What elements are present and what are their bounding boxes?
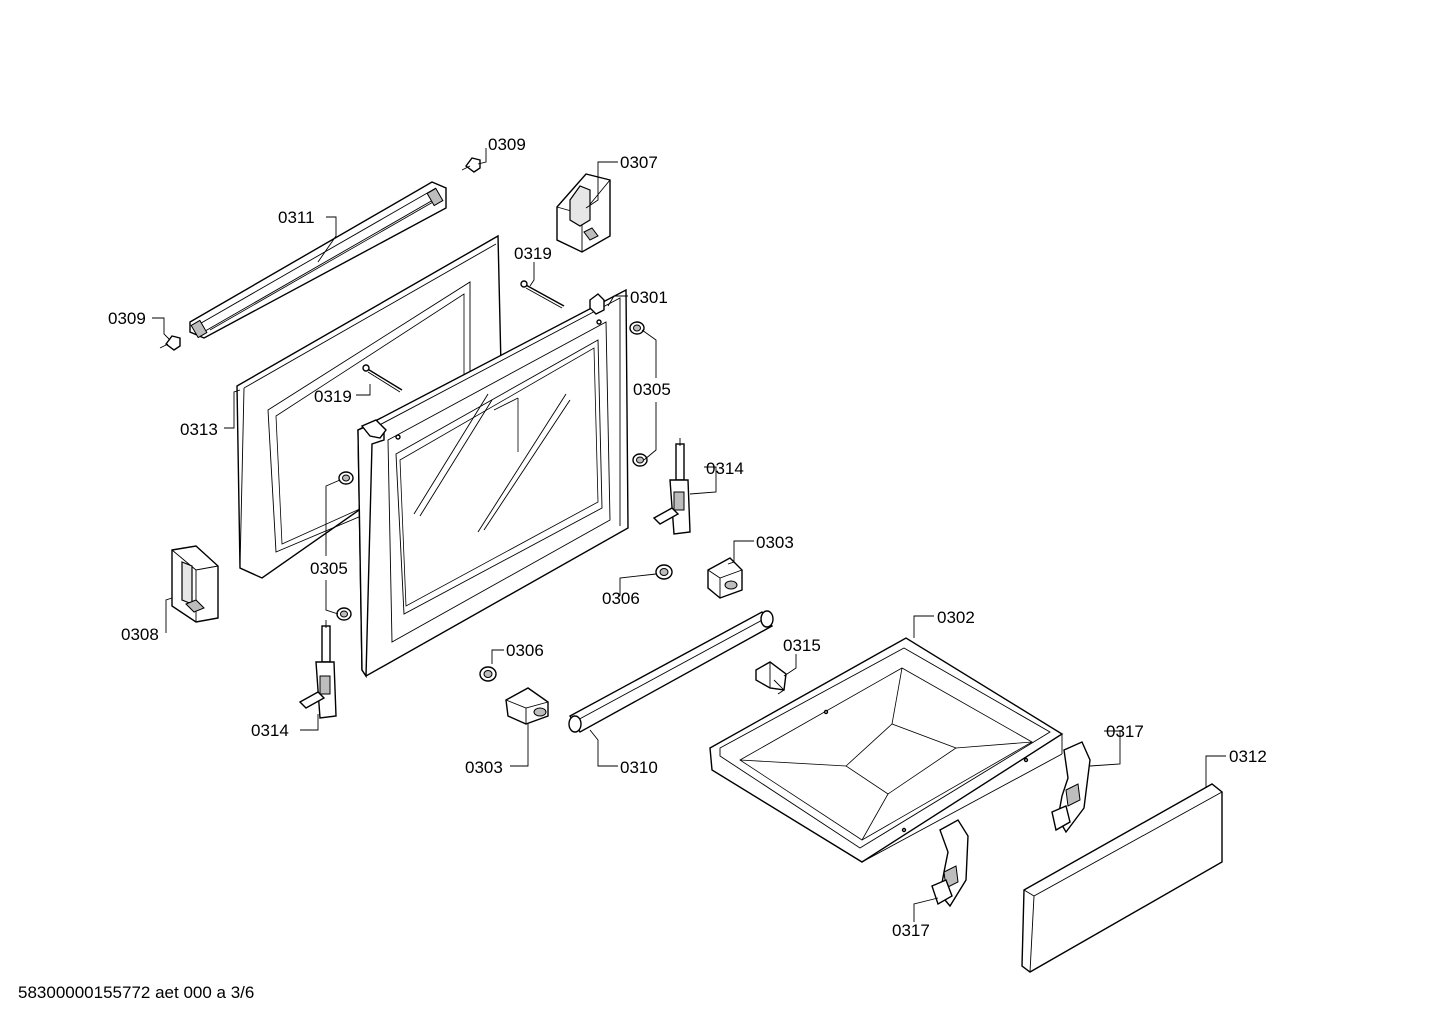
callout-label: 0311: [278, 208, 315, 227]
leader-lines: [152, 148, 1226, 922]
part-bushing-a: [629, 321, 645, 335]
callout-label: 0306: [506, 641, 544, 660]
part-front-panel: [1021, 783, 1223, 973]
callout-label: 0314: [251, 721, 289, 740]
part-runner-right: [1051, 741, 1091, 834]
callout-label: 0305: [310, 559, 348, 578]
part-handle-cap-upper: [707, 557, 743, 599]
part-clip-left: [159, 335, 181, 351]
callout-label: 0310: [620, 758, 658, 777]
part-bushing-b: [632, 453, 648, 467]
callout-label: 0303: [756, 533, 794, 552]
part-outer-door: [357, 288, 629, 679]
callout-label: 0307: [620, 153, 658, 172]
part-small-clip: [755, 661, 787, 695]
part-handle-bar: [568, 610, 774, 733]
part-top-bracket: [556, 173, 611, 253]
callout-label: 0308: [121, 625, 159, 644]
diagram-reference-footer: 58300000155772 aet 000 a 3/6: [18, 983, 255, 1002]
part-drawer-tray: [709, 637, 1064, 863]
part-screw-lower: [362, 364, 403, 393]
callout-label: 0309: [488, 135, 526, 154]
callout-label: 0306: [602, 589, 640, 608]
part-handle-cap-lower: [505, 687, 549, 725]
part-spacer-upper: [655, 564, 673, 580]
callout-label: 0312: [1229, 747, 1267, 766]
callout-label: 0301: [630, 288, 668, 307]
part-bushing-c: [338, 471, 354, 485]
callout-label: 0302: [937, 608, 975, 627]
callout-label: 0319: [514, 244, 552, 263]
callout-label: 0317: [892, 921, 930, 940]
callout-label: 0305: [633, 380, 671, 399]
part-runner-left: [931, 819, 969, 908]
callout-label: 0303: [465, 758, 503, 777]
callout-label: 0317: [1106, 722, 1144, 741]
callout-label: 0315: [783, 636, 821, 655]
part-top-trim-strip: [189, 181, 447, 339]
part-clip-top: [461, 157, 481, 173]
part-screw-upper: [520, 280, 565, 309]
part-left-bracket: [171, 545, 219, 623]
part-bushing-d: [336, 607, 352, 621]
part-spacer-lower: [479, 666, 497, 682]
callout-label: 0309: [108, 309, 146, 328]
part-hinge-left: [298, 620, 337, 719]
callout-label: 0319: [314, 387, 352, 406]
callout-label: 0313: [180, 420, 218, 439]
part-hinge-right: [652, 438, 691, 535]
callout-label: 0314: [706, 459, 744, 478]
